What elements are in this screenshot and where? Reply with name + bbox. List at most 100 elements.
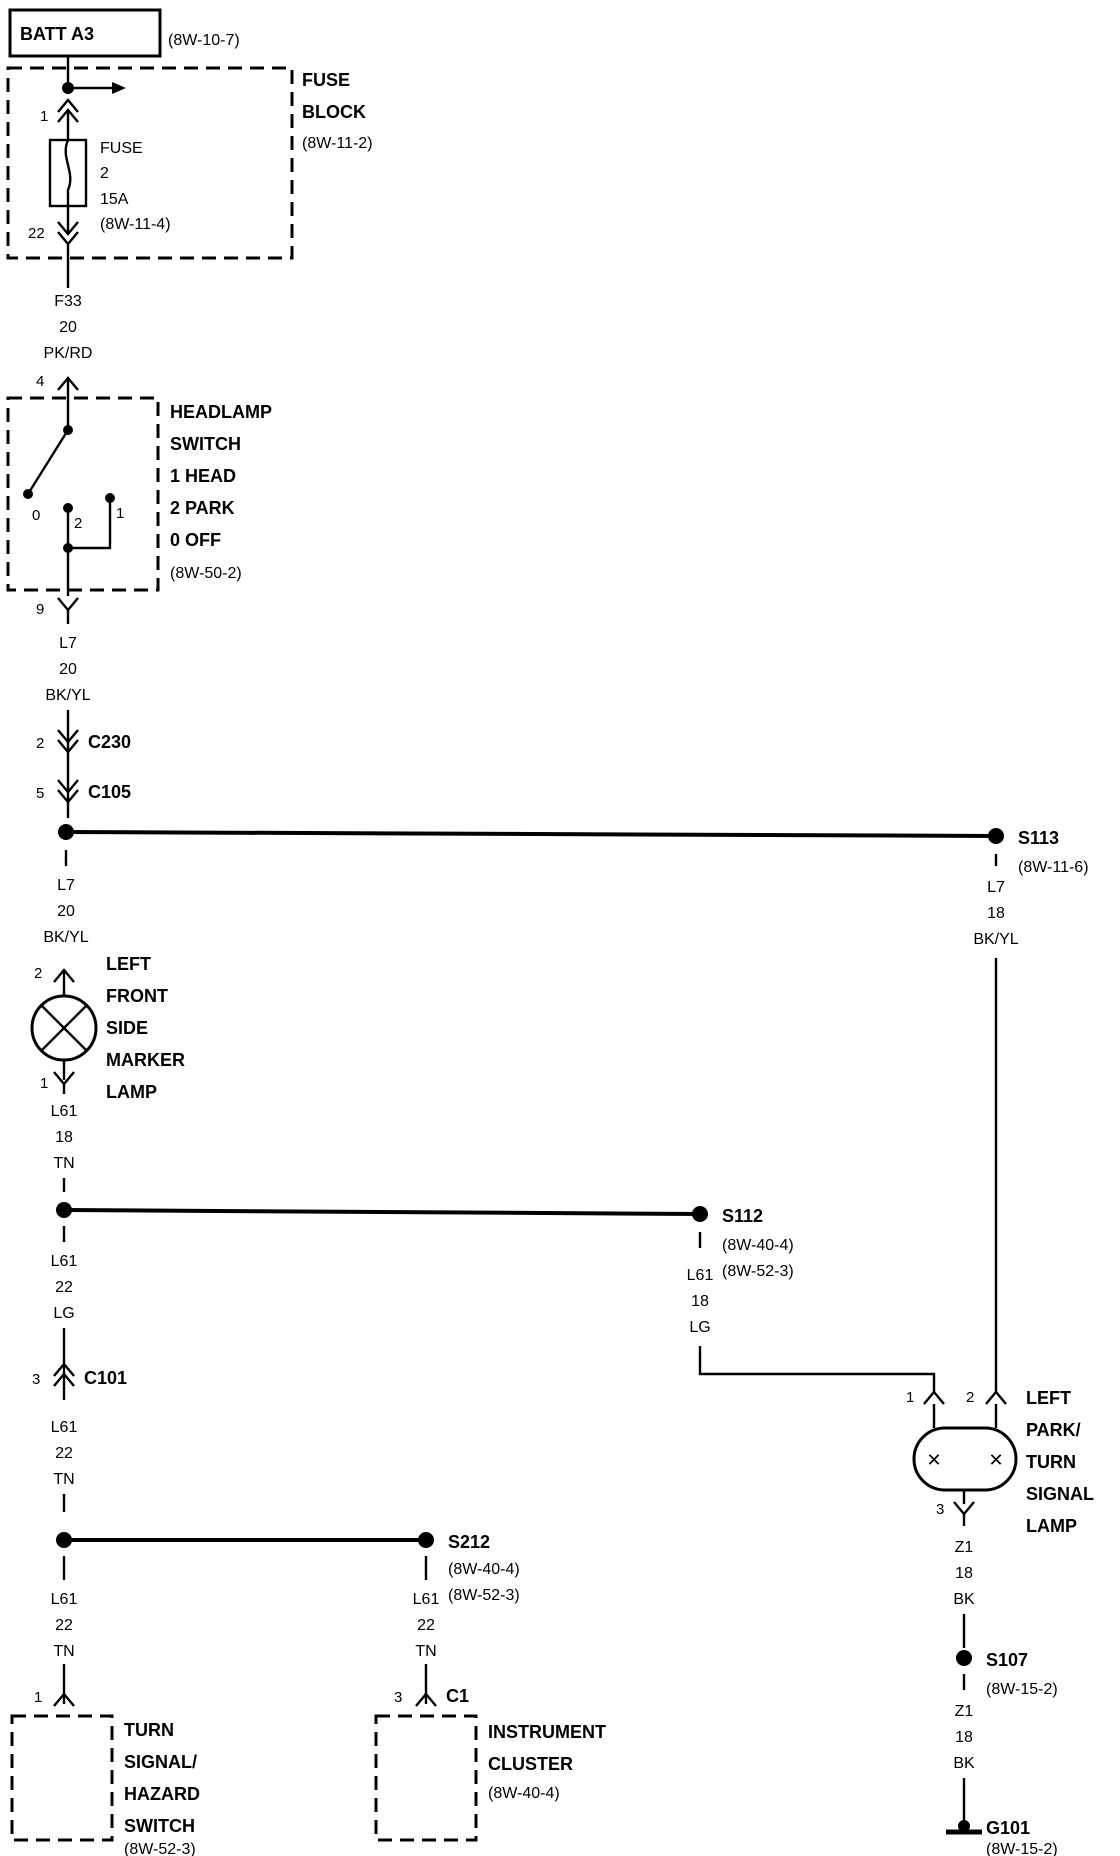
g101-label: G101: [986, 1818, 1030, 1838]
fuse-block-box: [6, 66, 294, 260]
hs-line-3: 1 HEAD: [170, 466, 236, 486]
turn-switch-box: [10, 1714, 114, 1842]
s107-ref: (8W-15-2): [986, 1681, 1058, 1698]
wire-l61tn22a-color: TN: [53, 1471, 74, 1488]
pl-line-1: LEFT: [1026, 1388, 1071, 1408]
c230-pin: 2: [36, 735, 44, 752]
hs-line-2: SWITCH: [170, 434, 241, 454]
s112-label: S112: [722, 1206, 763, 1226]
fuse-pin-top: 1: [40, 108, 48, 125]
fuse-pin-bottom: 22: [28, 225, 45, 242]
s113-label: S113: [1018, 828, 1059, 848]
s212-ref-1: (8W-40-4): [448, 1561, 520, 1578]
svg-text:✕: ✕: [988, 1450, 1003, 1470]
fuse-label-3: 15A: [100, 191, 129, 208]
ts-ref: (8W-52-3): [124, 1841, 196, 1856]
ts-line-2: SIGNAL/: [124, 1752, 197, 1772]
s112-dot: [692, 1206, 708, 1222]
bus-arrow-icon: [112, 82, 126, 94]
cl-line-2: CLUSTER: [488, 1754, 573, 1774]
wire-l61lg18-gauge: 18: [691, 1293, 709, 1310]
svg-text:✕: ✕: [926, 1450, 941, 1470]
hs-pos-2: 2: [74, 515, 82, 532]
wire-l7a-color: BK/YL: [45, 687, 90, 704]
fuse-block-ref: (8W-11-2): [302, 135, 373, 152]
s107-dot: [956, 1650, 972, 1666]
wire-z1b-color: BK: [953, 1755, 975, 1772]
hs-line-1: HEADLAMP: [170, 402, 272, 422]
s212-ref-2: (8W-52-3): [448, 1587, 520, 1604]
wire-z1a-color: BK: [953, 1591, 975, 1608]
pl-pin-2: 2: [966, 1389, 974, 1406]
cluster-box: [374, 1714, 478, 1842]
pl-line-2: PARK/: [1026, 1420, 1081, 1440]
wire-l61tn18-id: L61: [51, 1103, 78, 1120]
hs-pos-0: 0: [32, 507, 40, 524]
c230-label: C230: [88, 732, 131, 752]
wire-l7a-id: L7: [59, 635, 77, 652]
wire-f33-id: F33: [54, 293, 82, 310]
wire-l61tn22a-id: L61: [51, 1419, 78, 1436]
hs-pin-out: 9: [36, 601, 44, 618]
fuse-block-title-1: FUSE: [302, 70, 350, 90]
hs-pos-1: 1: [116, 505, 124, 522]
wire-l61tn22c-gauge: 22: [417, 1617, 435, 1634]
s107-label: S107: [986, 1650, 1028, 1670]
wire-z1b-gauge: 18: [955, 1729, 973, 1746]
cl-pin: 3: [394, 1689, 402, 1706]
wire-l7r-id: L7: [987, 879, 1005, 896]
fuse-block-title-2: BLOCK: [302, 102, 366, 122]
hs-ref: (8W-50-2): [170, 565, 242, 582]
c101-label: C101: [84, 1368, 127, 1388]
pl-pin-1: 1: [906, 1389, 914, 1406]
wire-l7b-gauge: 20: [57, 903, 75, 920]
cl-conn: C1: [446, 1686, 469, 1706]
hs-pin-in: 4: [36, 373, 44, 390]
sm-pin-top: 2: [34, 965, 42, 982]
wire-l61tn22b-gauge: 22: [55, 1617, 73, 1634]
s113-dot: [988, 828, 1004, 844]
wire-l61lg18-color: LG: [689, 1319, 710, 1336]
connector-chevron-icon: [57, 98, 79, 113]
c105-label: C105: [88, 782, 131, 802]
s212-dot: [418, 1532, 434, 1548]
wire-l61tn22a-gauge: 22: [55, 1445, 73, 1462]
c101-pin: 3: [32, 1371, 40, 1388]
cl-line-1: INSTRUMENT: [488, 1722, 606, 1742]
wire-l61tn18-gauge: 18: [55, 1129, 73, 1146]
wire-l7b-id: L7: [57, 877, 75, 894]
sm-line-4: MARKER: [106, 1050, 185, 1070]
s112-ref-1: (8W-40-4): [722, 1237, 794, 1254]
wire-z1a-gauge: 18: [955, 1565, 973, 1582]
pl-line-5: LAMP: [1026, 1516, 1077, 1536]
wire-l7a-gauge: 20: [59, 661, 77, 678]
wire-z1b-id: Z1: [955, 1703, 974, 1720]
sm-line-5: LAMP: [106, 1082, 157, 1102]
g101-ref: (8W-15-2): [986, 1841, 1058, 1856]
batt-label: BATT A3: [20, 24, 94, 44]
batt-box: [8, 8, 162, 58]
wire-l61lg22-gauge: 22: [55, 1279, 73, 1296]
wire-l61lg22-id: L61: [51, 1253, 78, 1270]
wire-l7b-color: BK/YL: [43, 929, 88, 946]
sm-line-2: FRONT: [106, 986, 168, 1006]
sm-pin-bottom: 1: [40, 1075, 48, 1092]
switch-blade-icon: [26, 429, 70, 495]
pl-pin-3: 3: [936, 1501, 944, 1518]
wire-l61tn18-color: TN: [53, 1155, 74, 1172]
wire-f33-gauge: 20: [59, 319, 77, 336]
wire-f33-color: PK/RD: [44, 345, 93, 362]
pl-line-3: TURN: [1026, 1452, 1076, 1472]
wire-l61lg22-color: LG: [53, 1305, 74, 1322]
wire-l61lg18-id: L61: [687, 1267, 714, 1284]
headlamp-switch-box: [6, 396, 160, 592]
hs-line-5: 0 OFF: [170, 530, 221, 550]
fuse-label-4: (8W-11-4): [100, 216, 171, 233]
pl-line-4: SIGNAL: [1026, 1484, 1094, 1504]
s212-label: S212: [448, 1532, 490, 1552]
wire-z1a-id: Z1: [955, 1539, 974, 1556]
cl-ref: (8W-40-4): [488, 1785, 560, 1802]
fuse-label-2: 2: [100, 165, 109, 182]
wire-l61tn22c-color: TN: [415, 1643, 436, 1660]
